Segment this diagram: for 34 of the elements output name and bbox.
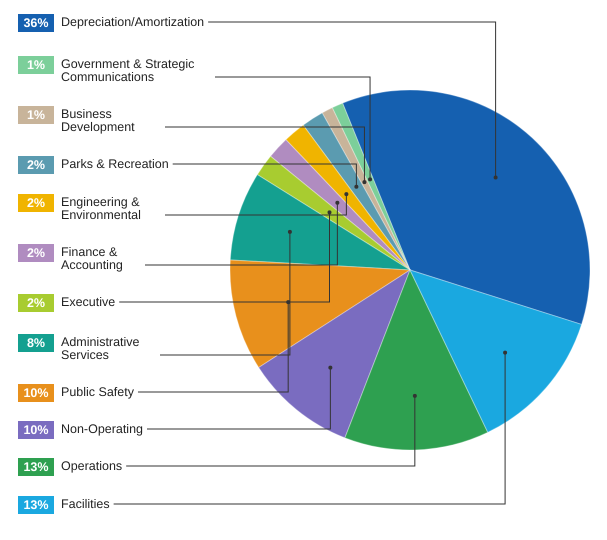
category-label: Operations [61, 458, 122, 473]
pie-slice [410, 270, 582, 433]
pie-slice [256, 156, 410, 270]
percent-badge: 13% [18, 458, 54, 476]
percent-badge: 8% [18, 334, 54, 352]
pie-slice [258, 270, 410, 438]
category-label: Executive [61, 294, 116, 309]
category-label: Public Safety [61, 384, 134, 399]
percent-badge: 2% [18, 244, 54, 262]
category-label: Engineering & Environmental [61, 194, 142, 222]
pie-slice [342, 90, 590, 325]
category-label: Non-Operating [61, 421, 143, 436]
pie-slice [270, 139, 410, 270]
category-label: Finance & Accounting [61, 244, 124, 272]
category-label: Business Development [61, 106, 136, 134]
percent-badge: 2% [18, 156, 54, 174]
category-label: Parks & Recreation [61, 156, 169, 171]
percent-badge: 10% [18, 384, 54, 402]
percent-badge: 1% [18, 106, 54, 124]
percent-badge: 10% [18, 421, 54, 439]
pie-slice [285, 124, 410, 270]
category-label: Administrative Services [61, 334, 140, 362]
pie-slice [230, 174, 410, 270]
percent-badge: 2% [18, 194, 54, 212]
percent-badge: 36% [18, 14, 54, 32]
percent-badge: 2% [18, 294, 54, 312]
pie-slice [344, 270, 488, 450]
pie-slice [230, 259, 410, 368]
pie-slice [302, 112, 410, 270]
category-label: Facilities [61, 496, 110, 511]
category-label: Government & Strategic Communications [61, 56, 196, 84]
category-label: Depreciation/Amortization [61, 14, 204, 29]
percent-badge: 1% [18, 56, 54, 74]
percent-badge: 13% [18, 496, 54, 514]
